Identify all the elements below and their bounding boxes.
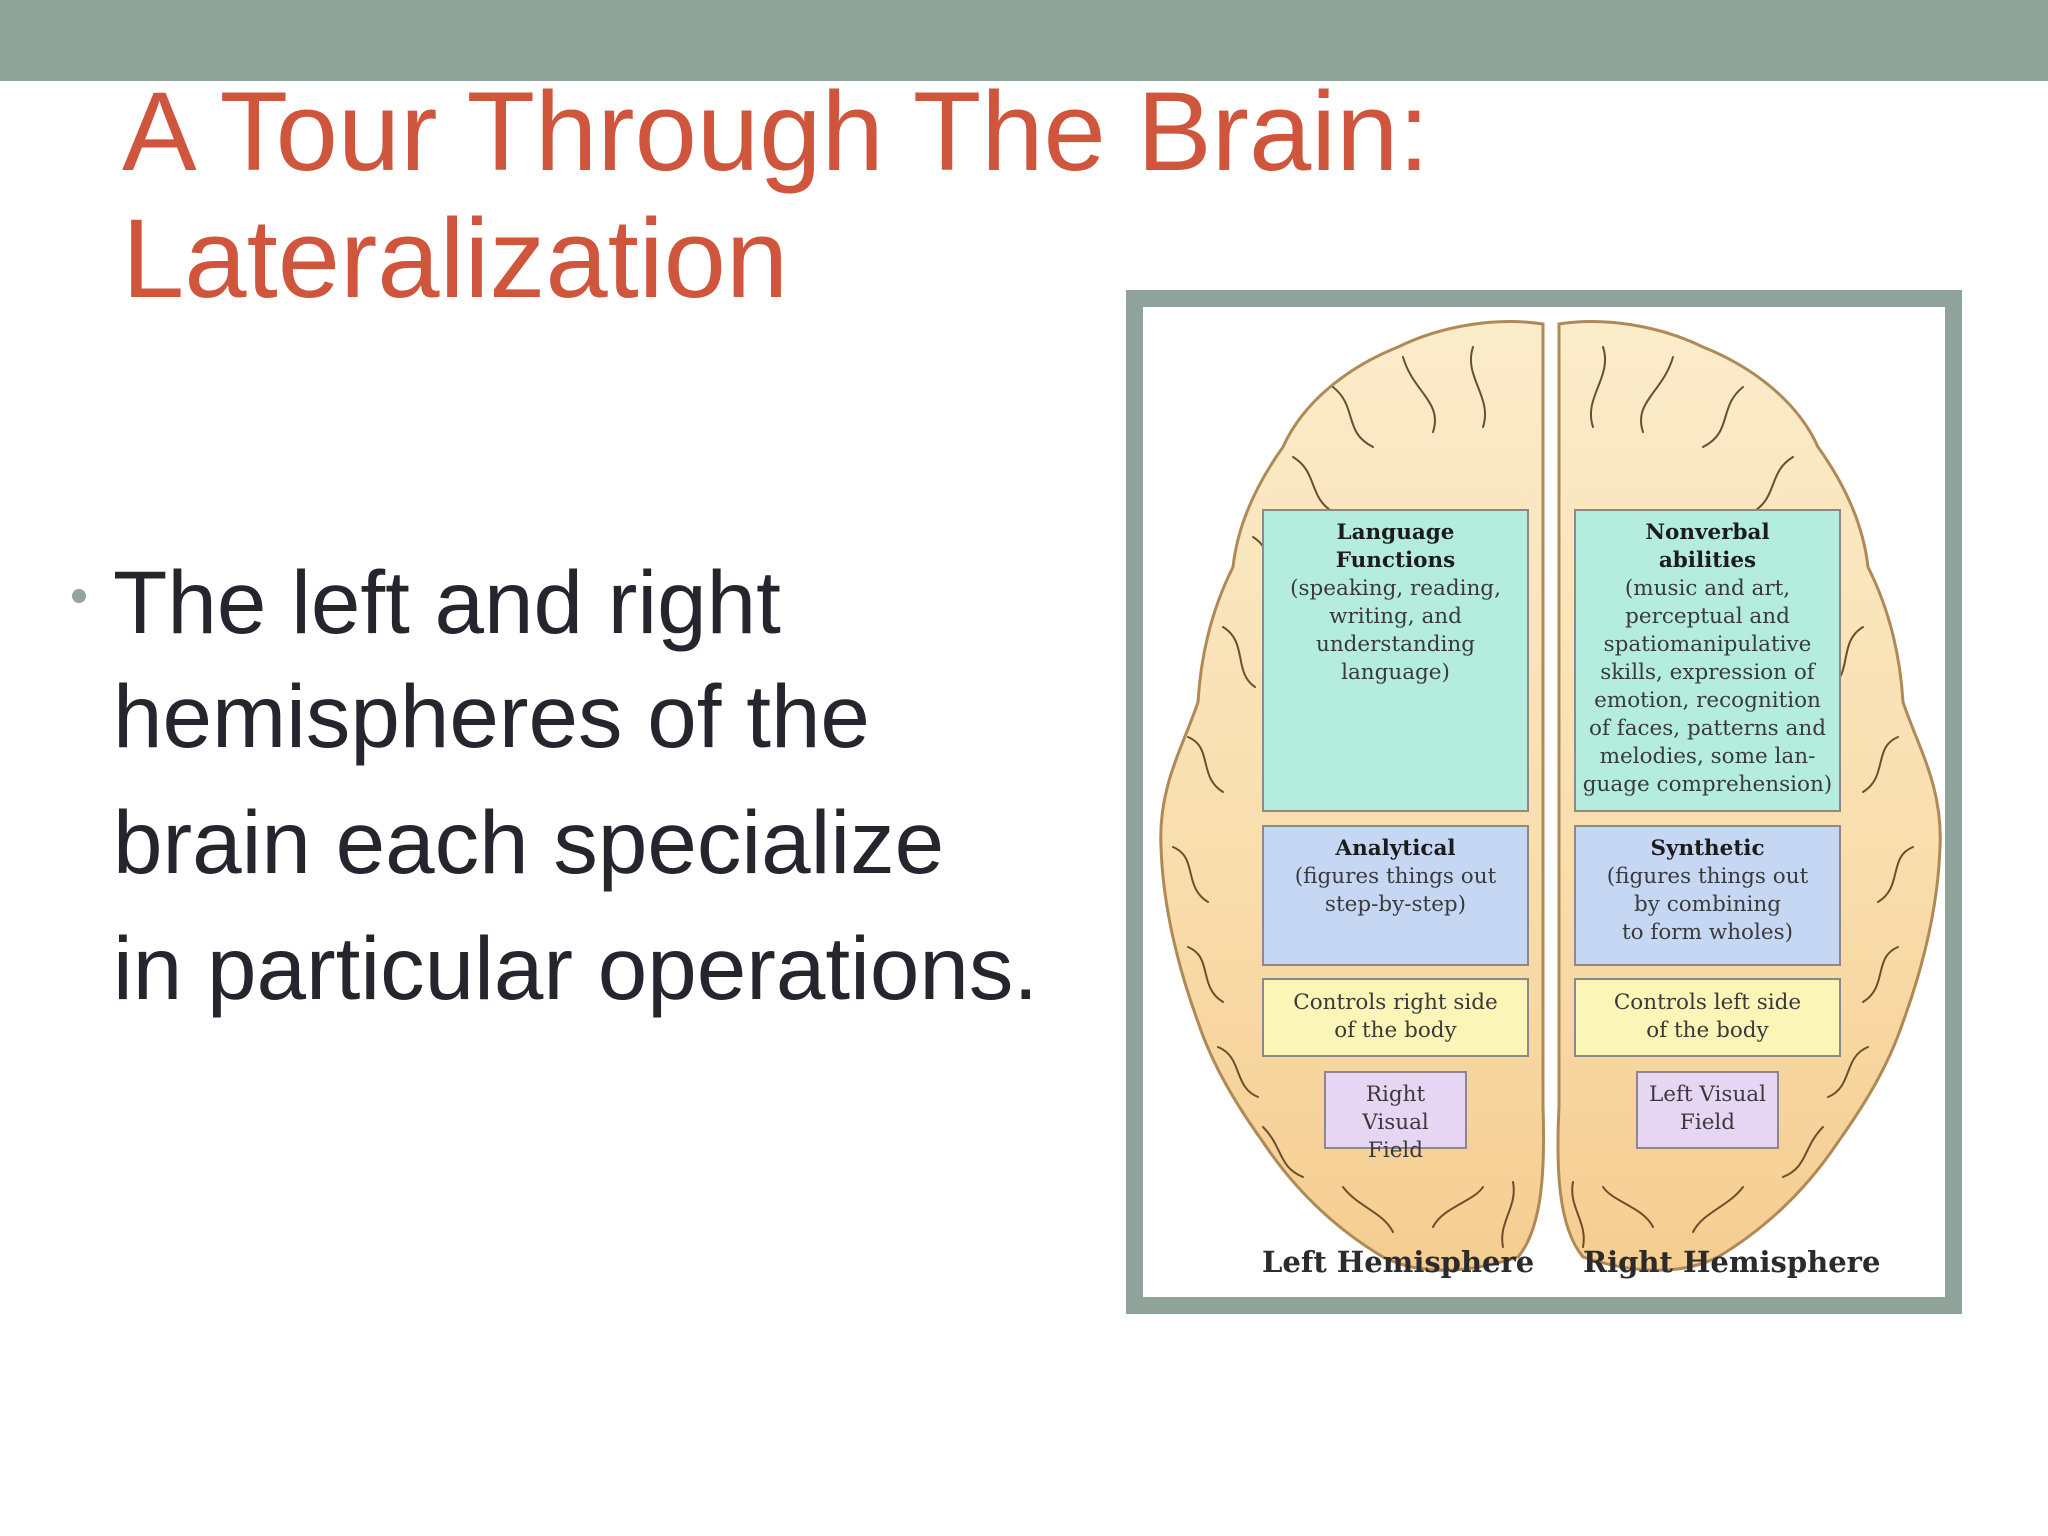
title-line-1: A Tour Through The Brain:: [122, 69, 1430, 194]
left-hemisphere-label: Left Hemisphere: [1262, 1245, 1535, 1279]
title-line-2: Lateralization: [122, 196, 789, 321]
synthetic-box: Synthetic (figures things out by combini…: [1574, 825, 1841, 966]
language-functions-box: Language Functions (speaking, reading, w…: [1262, 509, 1529, 812]
brain-figure-frame: Language Functions (speaking, reading, w…: [1126, 290, 1962, 1314]
bullet-line-2: hemispheres of the: [113, 666, 870, 766]
bullet-line-4: in particular operations.: [113, 918, 1039, 1018]
controls-right-side-box: Controls right side of the body: [1262, 978, 1529, 1057]
right-visual-field-box: Right Visual Field: [1324, 1071, 1467, 1163]
bullet-line-3: brain each specialize: [113, 792, 945, 892]
bullet-icon: [72, 589, 86, 603]
analytical-box: Analytical (figures things out step-by-s…: [1262, 825, 1529, 966]
bullet-line-1: The left and right: [113, 552, 781, 652]
header-bar: [0, 0, 2048, 81]
left-visual-field-box: Left Visual Field: [1636, 1071, 1779, 1149]
brain-figure: Language Functions (speaking, reading, w…: [1143, 307, 1945, 1297]
bullet-text: The left and right hemispheres of the br…: [113, 545, 1038, 1025]
right-hemisphere-label: Right Hemisphere: [1583, 1245, 1881, 1279]
controls-left-side-box: Controls left side of the body: [1574, 978, 1841, 1057]
nonverbal-abilities-box: Nonverbal abilities (music and art, perc…: [1574, 509, 1841, 812]
slide-title: A Tour Through The Brain: Lateralization: [122, 68, 1522, 322]
